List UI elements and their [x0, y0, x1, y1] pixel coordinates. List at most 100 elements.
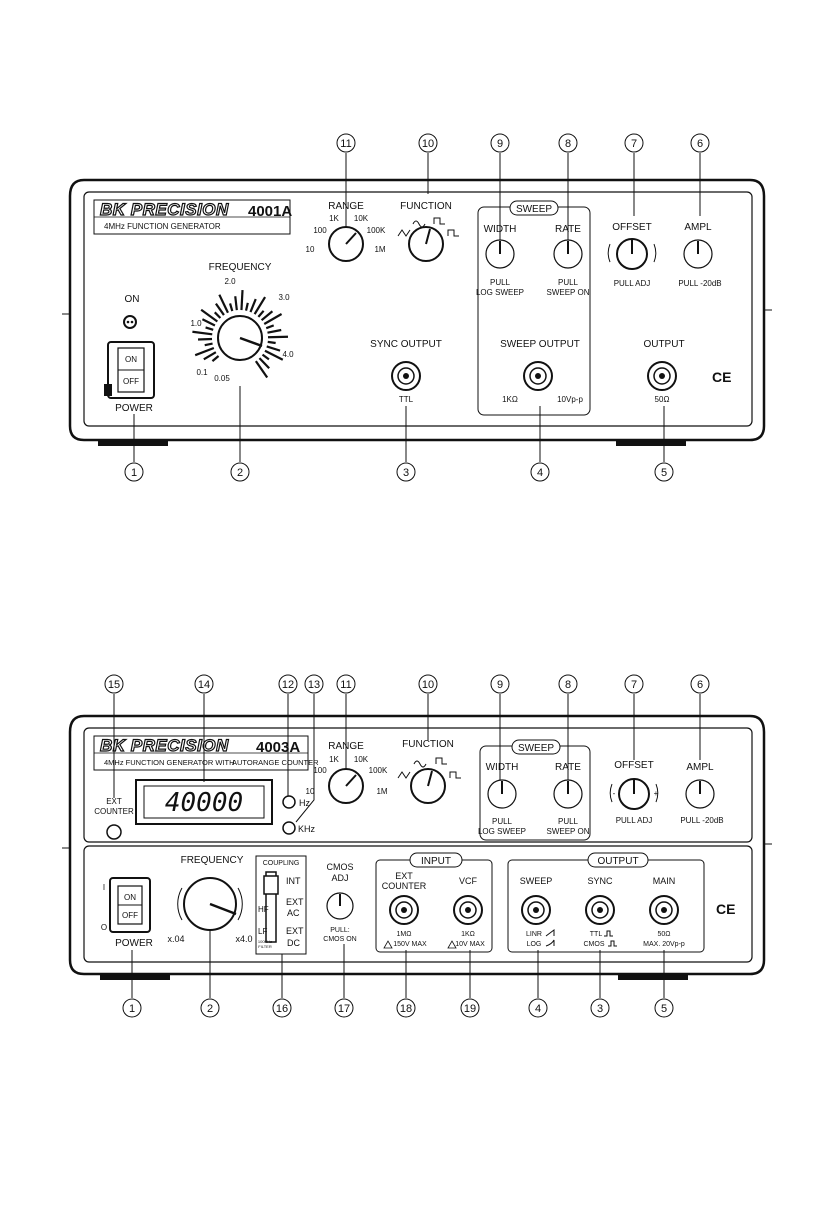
ampl-label: AMPL	[686, 762, 714, 773]
sync-ttl-label: TTL	[590, 931, 603, 938]
sweep-output-jack[interactable]	[521, 895, 551, 925]
power-switch[interactable]: ON OFF	[109, 877, 151, 933]
range-knob[interactable]	[328, 226, 364, 262]
power-switch[interactable]: ON OFF	[104, 341, 155, 399]
ce-mark: CE	[712, 369, 731, 385]
ext-counter-button[interactable]	[106, 824, 122, 840]
main-output-jack[interactable]	[649, 895, 679, 925]
sync-output-jack[interactable]	[585, 895, 615, 925]
cmos-adj-knob[interactable]	[326, 892, 354, 920]
vcf-impedance: 1KΩ	[461, 931, 475, 938]
dial-tick	[257, 310, 265, 318]
frequency-knob[interactable]	[217, 315, 263, 361]
main-output-jack[interactable]	[647, 361, 677, 391]
range-tick: 100	[313, 766, 327, 775]
brand-logo: BK PRECISION 4MHz FUNCTION GENERATOR	[93, 199, 291, 235]
dial-tick	[254, 360, 269, 379]
triangle-wave-icon	[397, 771, 411, 779]
dial-tick	[261, 353, 270, 361]
range-knob[interactable]	[328, 768, 364, 804]
switch-off-label: OFF	[122, 911, 138, 920]
callout-marker: 14	[194, 674, 214, 694]
vcf-max: 10V MAX	[455, 941, 485, 948]
range-tick: 1M	[374, 245, 385, 254]
dial-tick	[229, 303, 234, 312]
rate-pull-label: SWEEP ON	[547, 827, 590, 836]
sine-wave-icon	[413, 760, 427, 768]
log-ramp-icon	[545, 939, 555, 947]
ampl-pull-label: PULL -20dB	[680, 816, 723, 825]
switch-on-label: ON	[125, 355, 137, 364]
svg-text:2: 2	[207, 1003, 213, 1015]
dial-tick	[211, 355, 220, 362]
dial-tick	[240, 290, 244, 311]
svg-text:5: 5	[661, 467, 667, 479]
ce-mark: CE	[716, 901, 735, 917]
ext-counter-input-label: COUNTER	[382, 881, 427, 891]
callout-marker: 15	[104, 674, 124, 694]
pulse-icon	[608, 940, 617, 947]
sweep-output-jack[interactable]	[523, 361, 553, 391]
callout-marker: 5	[654, 998, 674, 1018]
offset-knob[interactable]	[607, 238, 657, 270]
switch-off-label: OFF	[123, 377, 139, 386]
dial-tick	[267, 340, 276, 345]
ampl-knob[interactable]	[683, 239, 713, 269]
warning-icon	[383, 940, 393, 949]
width-knob[interactable]	[485, 239, 515, 269]
sweep-output-impedance: 1KΩ	[502, 395, 518, 404]
ext-counter-label: EXT	[106, 797, 122, 806]
svg-text:16: 16	[276, 1003, 288, 1015]
callout-marker: 12	[278, 674, 298, 694]
rate-pull-label: SWEEP ON	[547, 288, 590, 297]
foot-right	[618, 972, 688, 980]
switch-i-label: I	[103, 883, 105, 892]
upper-panel	[83, 727, 753, 843]
ext-counter-input-jack[interactable]	[389, 895, 419, 925]
foot-left	[100, 972, 170, 980]
callout-marker: 13	[304, 674, 324, 694]
svg-text:1: 1	[131, 467, 137, 479]
ampl-label: AMPL	[684, 222, 712, 233]
function-label: FUNCTION	[400, 201, 452, 212]
svg-text:19: 19	[464, 1003, 476, 1015]
sync-output-jack[interactable]	[391, 361, 421, 391]
svg-text:6: 6	[697, 679, 703, 691]
svg-text:8: 8	[565, 138, 571, 150]
function-knob[interactable]	[410, 768, 446, 804]
sweep-label: SWEEP	[516, 204, 552, 215]
dial-tick	[215, 302, 225, 316]
rate-knob[interactable]	[553, 779, 583, 809]
ext-counter-input-label: EXT	[395, 871, 413, 881]
sweep-badge	[511, 739, 561, 755]
frequency-label: FREQUENCY	[181, 855, 244, 866]
dial-tick	[264, 349, 284, 361]
callout-marker: 1	[122, 998, 142, 1018]
callout-marker: 16	[272, 998, 292, 1018]
function-knob[interactable]	[408, 226, 444, 262]
frequency-min-label: x.04	[167, 934, 184, 944]
sync-output-label: SYNC OUTPUT	[370, 339, 442, 350]
vcf-input-jack[interactable]	[453, 895, 483, 925]
range-tick: 100	[313, 226, 327, 235]
rate-knob[interactable]	[553, 239, 583, 269]
frequency-tick: 0.05	[214, 374, 230, 383]
offset-pull-label: PULL ADJ	[616, 816, 653, 825]
offset-knob[interactable]	[609, 778, 659, 810]
ampl-knob[interactable]	[685, 779, 715, 809]
function-label: FUNCTION	[402, 739, 454, 750]
callout-marker: 11	[336, 674, 356, 694]
svg-text:13: 13	[308, 679, 320, 691]
dial-tick	[263, 313, 283, 325]
svg-text:9: 9	[497, 679, 503, 691]
brand-logo: BK PRECISION 4MHz FUNCTION GENERATOR WIT…	[93, 735, 319, 771]
svg-text:15: 15	[108, 679, 120, 691]
sweep-label: SWEEP	[518, 743, 554, 754]
coupling-slide-switch[interactable]	[263, 871, 279, 943]
sweep-badge	[509, 200, 559, 216]
hz-indicator	[282, 795, 296, 809]
dial-tick	[234, 296, 238, 311]
width-knob[interactable]	[487, 779, 517, 809]
dial-tick	[249, 298, 257, 313]
dial-tick	[244, 302, 249, 311]
